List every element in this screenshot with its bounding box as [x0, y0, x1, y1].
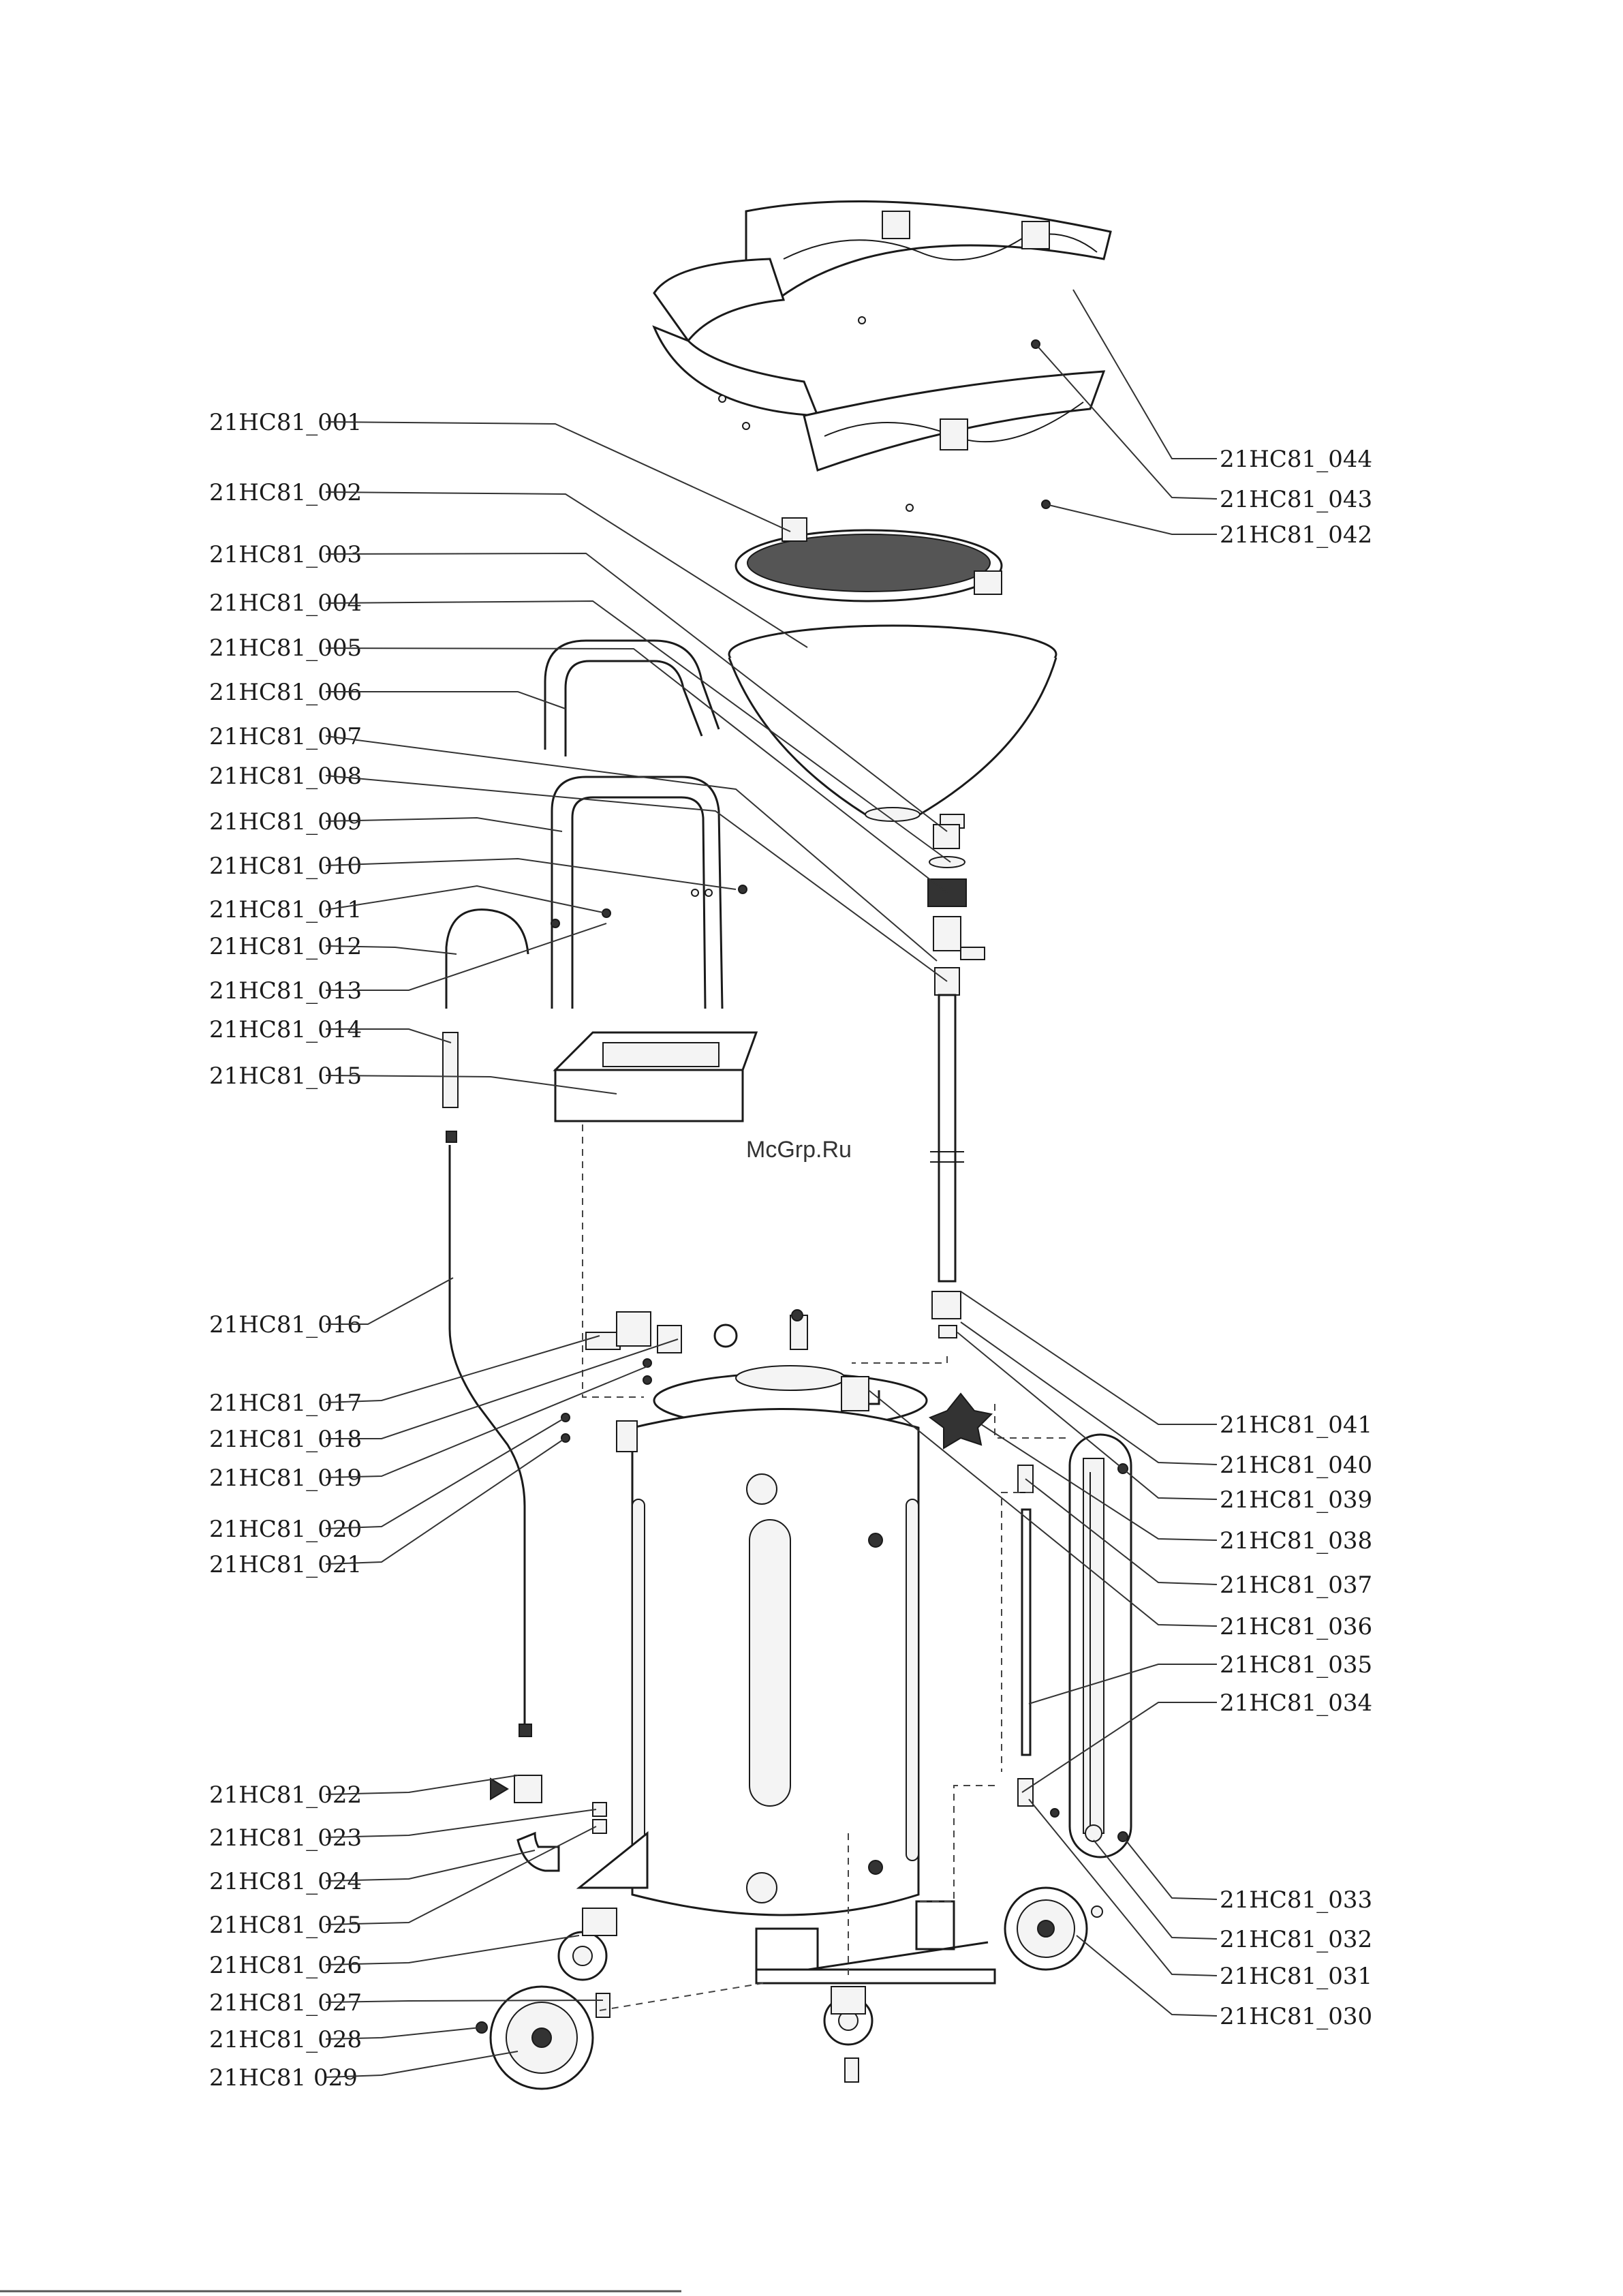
level-gauge [1017, 1433, 1132, 1858]
handles [544, 639, 724, 1009]
label-011: 21HC81_011 [209, 896, 362, 923]
assembly-lines [582, 1124, 1070, 2011]
label-042: 21HC81_042 [1220, 521, 1372, 549]
tank [616, 1365, 928, 1916]
leader-lines-right [868, 289, 1218, 2017]
suction-tube [442, 908, 532, 1737]
tank-fittings [561, 1309, 869, 1443]
wheels [476, 1886, 1103, 2090]
label-033: 21HC81_033 [1220, 1886, 1372, 1914]
label-022: 21HC81_022 [209, 1781, 362, 1809]
label-039: 21HC81_039 [1220, 1486, 1372, 1514]
label-038: 21HC81_038 [1220, 1527, 1372, 1555]
label-028: 21HC81_028 [209, 2026, 362, 2053]
label-027: 21HC81_027 [209, 1989, 362, 2017]
label-031: 21HC81_031 [1220, 1963, 1372, 1990]
label-029: 21HC81 029 [209, 2064, 358, 2092]
label-003: 21HC81_003 [209, 541, 362, 568]
base-frame [576, 1831, 996, 1985]
screen-disk [735, 517, 1003, 602]
funnel-guard-segments [652, 200, 1112, 472]
label-026: 21HC81_026 [209, 1952, 362, 1979]
label-009: 21HC81_009 [209, 808, 362, 836]
label-024: 21HC81_024 [209, 1868, 362, 1895]
label-041: 21HC81_041 [1220, 1411, 1372, 1439]
casters [557, 1908, 874, 2083]
label-030: 21HC81_030 [1220, 2003, 1372, 2030]
label-044: 21HC81_044 [1220, 446, 1372, 473]
label-025: 21HC81_025 [209, 1912, 362, 1939]
drain-fittings [927, 824, 985, 1338]
knob [928, 1392, 993, 1450]
funnel [728, 624, 1057, 829]
label-007: 21HC81_007 [209, 723, 362, 750]
label-023: 21HC81_023 [209, 1824, 362, 1852]
label-043: 21HC81_043 [1220, 486, 1372, 513]
left-labels: 21HC81_001 21HC81_002 21HC81_003 21HC81_… [209, 409, 362, 2092]
label-010: 21HC81_010 [209, 853, 362, 880]
label-034: 21HC81_034 [1220, 1689, 1372, 1717]
right-labels: 21HC81_044 21HC81_043 21HC81_042 21HC81_… [1220, 446, 1372, 2030]
label-037: 21HC81_037 [1220, 1572, 1372, 1599]
label-036: 21HC81_036 [1220, 1613, 1372, 1640]
leader-lines-left [325, 421, 951, 2078]
label-035: 21HC81_035 [1220, 1651, 1372, 1679]
label-021: 21HC81_021 [209, 1551, 362, 1578]
watermark: McGrp.Ru [746, 1137, 852, 1163]
tool-tray [553, 1031, 758, 1122]
label-020: 21HC81_020 [209, 1516, 362, 1543]
label-032: 21HC81_032 [1220, 1926, 1372, 1953]
parts-drawing [442, 200, 1132, 2090]
label-017: 21HC81_017 [209, 1390, 362, 1417]
label-019: 21HC81_019 [209, 1465, 362, 1492]
label-040: 21HC81_040 [1220, 1452, 1372, 1479]
